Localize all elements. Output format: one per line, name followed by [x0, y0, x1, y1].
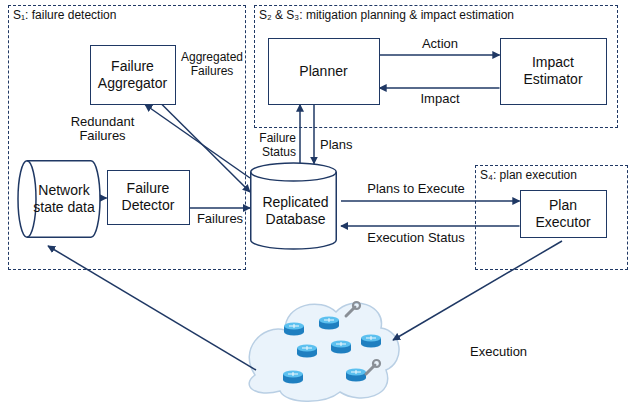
region-title: S₂ & S₃: mitigation planning & impact es… — [259, 8, 514, 23]
process-box: Plan Executor — [520, 190, 607, 238]
router-icon — [297, 345, 317, 358]
node-label: Replicated Database — [250, 185, 341, 228]
edge-label: Aggregated Failures — [179, 50, 245, 78]
network-cloud — [249, 303, 399, 401]
process-box: Failure Detector — [107, 170, 190, 225]
router-icon — [284, 323, 304, 336]
edge-label: Plans to Execute — [360, 182, 472, 196]
node-label: Plan Executor — [521, 197, 606, 231]
edge-label: Failures — [192, 212, 248, 226]
router-icon — [283, 371, 303, 384]
node-label: Network state data — [18, 182, 104, 216]
process-box: Impact Estimator — [500, 38, 607, 105]
edge-label: Plans — [320, 138, 365, 152]
edge-label: Redundant Failures — [55, 115, 150, 143]
arrow-label: Execution — [470, 345, 550, 359]
flow-arrow — [299, 105, 301, 164]
monitor-arrow — [48, 246, 256, 370]
execution-arrow — [393, 241, 562, 340]
process-box: Failure Aggregator — [90, 45, 176, 105]
edge-label: Execution Status — [360, 231, 472, 245]
node-label: Failure Aggregator — [91, 58, 175, 92]
router-icon — [319, 317, 339, 330]
edge-label: Impact — [405, 92, 475, 106]
flow-arrow — [380, 87, 500, 89]
region-frame: S₁: failure detectionFailure AggregatorN… — [8, 5, 246, 270]
router-icon — [346, 369, 366, 382]
region-frame: S₄: plan executionPlan Executor — [475, 165, 628, 270]
flow-arrow — [341, 200, 520, 202]
process-box: Planner — [268, 38, 380, 105]
router-icon — [361, 335, 381, 348]
flow-arrow — [341, 225, 520, 227]
wrench-icon — [366, 360, 380, 374]
region-title: S₄: plan execution — [480, 168, 577, 183]
edge-label: Action — [405, 37, 475, 51]
flow-arrow — [313, 105, 315, 164]
flow-arrow — [380, 54, 500, 56]
region-title: S₁: failure detection — [13, 8, 116, 23]
flow-arrow — [145, 105, 250, 179]
data-store: Network state data — [18, 160, 104, 238]
router-icon — [331, 341, 351, 354]
node-label: Failure Detector — [108, 180, 189, 214]
database-cylinder: Replicated Database — [250, 163, 341, 249]
node-label: Planner — [293, 63, 353, 80]
node-label: Impact Estimator — [501, 54, 606, 88]
region-frame: S₂ & S₃: mitigation planning & impact es… — [254, 5, 618, 128]
edge-label: Failure Status — [250, 131, 296, 159]
flow-arrow — [190, 207, 251, 209]
wrench-icon — [346, 302, 360, 316]
